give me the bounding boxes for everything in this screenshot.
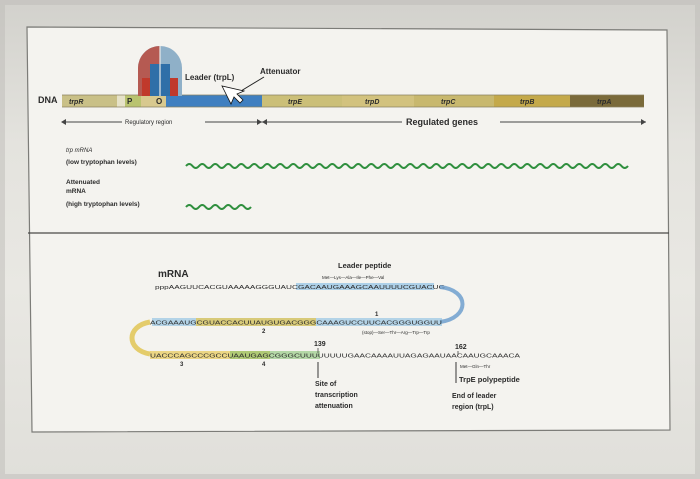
trpC-segment <box>414 95 494 107</box>
position-139: 139 <box>314 341 326 348</box>
trpE-segment <box>262 95 342 107</box>
position-162: 162 <box>455 344 467 351</box>
promoter-segment <box>125 95 141 107</box>
gene-label-O: O <box>156 97 162 106</box>
attenuated-label-3: (high tryptophan levels) <box>66 201 140 208</box>
gene-label-trpE: trpE <box>288 99 302 106</box>
sequence-line-2: ACGAAAUGCGUACCACUUAUGUGACGGGCAAAGUCCUUCA… <box>150 321 442 327</box>
trpR-segment <box>62 95 117 107</box>
leader-peptide-label: Leader peptide <box>338 261 391 270</box>
repressor-protein <box>138 46 182 96</box>
rna-hairpin-curve <box>439 285 465 324</box>
region-number-2: 2 <box>262 329 266 335</box>
gene-label-P: P <box>127 97 133 106</box>
trpB-segment <box>494 95 570 107</box>
full-mrna-wave <box>185 163 629 169</box>
attenuated-label-1: Attenuated <box>66 179 100 186</box>
mrna-label: mRNA <box>158 269 189 280</box>
trp-mrna-label-2: (low tryptophan levels) <box>66 159 137 166</box>
region-arrows <box>61 119 646 125</box>
site-label-2: transcription <box>315 392 358 399</box>
dna-label: DNA <box>38 95 58 105</box>
seq1-highlight <box>296 283 434 290</box>
seq3-highlight-yellow <box>150 351 270 359</box>
figure-page <box>26 26 671 433</box>
site-label-3: attenuation <box>315 403 353 410</box>
trpA-segment <box>570 95 644 107</box>
operator-segment <box>141 95 166 107</box>
trpD-segment <box>342 95 414 107</box>
sequence-line-3: UACCCAGCCCGCCUAAUGAGCGGGCUUUUUUUUGAACAAA… <box>150 354 521 360</box>
cursor-icon <box>221 85 246 105</box>
regulated-genes-label: Regulated genes <box>406 117 478 127</box>
trp-mrna-label-1: trp mRNA <box>66 148 92 154</box>
leader-segment <box>166 95 262 107</box>
region-number-4: 4 <box>262 362 266 368</box>
region-number-1: 1 <box>375 312 379 318</box>
attenuated-mrna-wave <box>185 204 252 210</box>
seq2-highlight-yellow <box>196 318 316 326</box>
attenuator-label: Attenuator <box>260 67 300 76</box>
site-label-1: Site of <box>315 381 337 388</box>
peptide-seq-top: Met—Lys—Ala—Ile—Phe—Val <box>322 275 384 280</box>
end-label-2: region (trpL) <box>452 404 494 411</box>
peptide-seq-bottom: (stop)—Ser—Thr—Arg—Trp—Trp <box>362 330 430 335</box>
dna-bar <box>62 94 644 108</box>
gene-label-trpC: trpC <box>441 99 456 106</box>
attenuated-label-2: mRNA <box>66 188 86 195</box>
rna-left-curve <box>129 319 151 357</box>
seq3-highlight-green <box>230 351 320 359</box>
gene-label-trpA: trpA <box>597 99 611 106</box>
gene-label-trpB: trpB <box>520 99 534 106</box>
regulatory-region-label: Regulatory region <box>125 120 172 126</box>
gene-label-trpR: trpR <box>69 99 83 106</box>
trpE-peptide-seq: Met—Gln—Thr <box>460 364 491 369</box>
end-label-1: End of leader <box>452 393 497 400</box>
gene-label-trpD: trpD <box>365 99 379 106</box>
leader-label: Leader (trpL) <box>185 73 235 82</box>
region-number-3: 3 <box>180 362 184 368</box>
trpE-polypeptide-label: TrpE polypeptide <box>459 375 520 384</box>
sequence-line-1: pppAAGUUCACGUAAAAAGGGUAUCGACAAUGAAAGCAAU… <box>155 285 445 291</box>
